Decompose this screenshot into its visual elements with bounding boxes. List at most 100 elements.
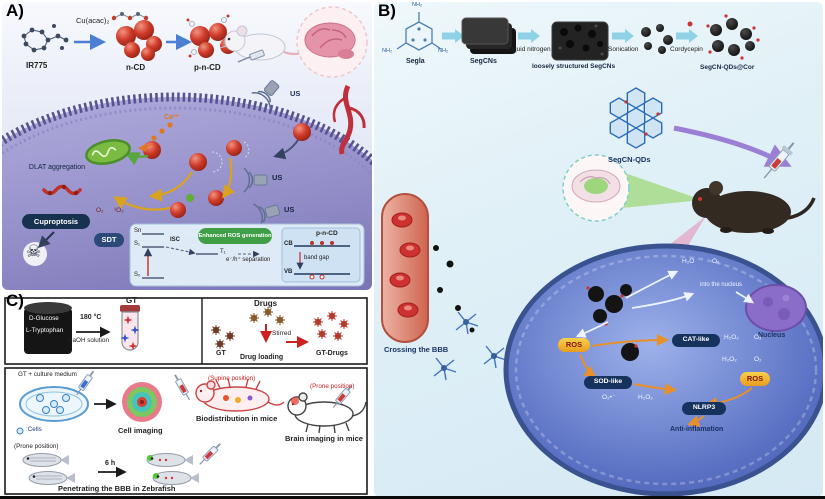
cells-legend-label: :Cells <box>26 426 42 433</box>
calcium-ions <box>138 122 173 152</box>
panel-a: A) Cu(acac)₂ IR775 n-CD p-n-CD US US US … <box>2 2 372 290</box>
diagram-pncd-label: p-n-CD <box>316 230 338 237</box>
prone-fish-label: (Prone position) <box>14 443 59 450</box>
petri-dish <box>19 386 89 422</box>
mouse-prone <box>287 392 367 434</box>
ir775-molecule <box>21 24 69 53</box>
syringe-c1 <box>76 370 95 396</box>
brain-scan <box>562 154 630 222</box>
naoh-label: NaOH solution <box>68 337 109 344</box>
calcium-label: Ca²⁺ <box>164 114 179 121</box>
nlrp3-badge: NLRP3 <box>682 402 726 415</box>
h2o2-sod-label: H₂O₂ <box>638 394 653 401</box>
cordycepin-dot <box>687 21 693 27</box>
separation-label: e⁻/h⁺ separation <box>226 257 271 263</box>
melamine-molecule <box>396 12 442 51</box>
mouse-supine <box>195 378 285 412</box>
cycle-arrows <box>113 139 299 211</box>
cuproptosis-badge: Cuproptosis <box>22 214 90 229</box>
bbb-label: Crossing the BBB <box>384 345 449 354</box>
mouse-b <box>692 181 816 234</box>
panel-b: B) NH₂ NH₂ NH₂ Segla SegCNs Liquid nitro… <box>374 2 823 496</box>
o2-label: O₂ <box>96 207 104 214</box>
blood-vessel <box>332 84 366 155</box>
product-label: SegCN-QDs@Cor <box>700 64 755 71</box>
brain-imaging-label: Brain imaging in mice <box>285 434 363 443</box>
ultrasound-probe-1 <box>251 80 280 109</box>
nh2-label-2: NH₂ <box>382 48 393 54</box>
panel-a-graphics <box>2 6 372 290</box>
t1-level-label: T₁ <box>220 249 226 255</box>
us-label-2: US <box>272 173 283 182</box>
h2o-label: H₂O <box>682 258 695 265</box>
tryptophan-label: L-Tryptophan <box>26 327 64 334</box>
mitochondria <box>85 139 131 165</box>
drugs-label: Drugs <box>254 299 278 308</box>
singlet-o2-label: ¹O₂ <box>114 207 124 214</box>
panel-c-graphics <box>4 297 368 495</box>
mouse <box>219 25 311 61</box>
zebrafish-4 <box>152 471 199 485</box>
bbb-vessel <box>381 193 429 343</box>
supine-label: (Supine position) <box>208 375 256 382</box>
isc-label: ISC <box>170 237 181 243</box>
panel-c: C) D-Glucose L-Tryptophan 180 °C NaOH so… <box>2 292 372 496</box>
neuron-cell <box>503 243 823 496</box>
zebrafish-1 <box>22 453 69 467</box>
dlat-label: DLAT aggregation <box>28 164 86 171</box>
temperature-label: 180 °C <box>80 314 102 321</box>
reaction-arrows-white <box>575 270 755 338</box>
ultrasound-probe-2 <box>243 167 268 193</box>
ncd-label: n-CD <box>126 63 146 72</box>
nh2-label-1: NH₂ <box>412 2 423 8</box>
glucose-label: D-Glucose <box>29 315 59 322</box>
zebrafish-caption: Penetrating the BBB in Zebrafish <box>58 484 176 493</box>
ros-generation-badge: Enhanced ROS generation <box>198 228 272 244</box>
gt-tube <box>120 305 140 351</box>
cordycepin-label: Cordycepin <box>670 46 703 53</box>
segcn-qds-dots <box>641 24 673 54</box>
dlat-aggregate <box>42 184 82 196</box>
segcn-qds-cor-cluster <box>706 14 760 60</box>
s1-level-label: S₁ <box>134 241 141 247</box>
reagent-label: Cu(acac)₂ <box>76 16 110 25</box>
brain <box>296 6 368 78</box>
gt-drugs-cluster <box>313 311 349 341</box>
syringe-c3 <box>332 384 353 409</box>
ros-left-badge: ROS <box>558 338 590 352</box>
skull-icon: ☠ <box>26 242 42 261</box>
cat-like-badge: CAT-like <box>672 334 720 347</box>
liquid-nitrogen-label: Liquid nitrogen <box>508 46 551 53</box>
us-label-3: US <box>284 205 295 214</box>
nucleus <box>745 284 807 332</box>
precursor-label: Segla <box>406 58 425 65</box>
us-label-1: US <box>290 89 301 98</box>
s0-level-label: S₀ <box>134 272 141 278</box>
six-h-label: 6 h <box>105 460 116 467</box>
gt-top-label: GT <box>126 296 138 305</box>
sn-level-label: Sn <box>134 228 142 234</box>
h2o2-right-label: H₂O₂ <box>722 356 737 363</box>
cb-label: CB <box>284 241 293 247</box>
acac-molecule <box>111 12 149 21</box>
drugs-cluster <box>249 307 285 325</box>
o2-right-label: O₂ <box>754 356 762 363</box>
anti-inflammation-label: Anti-inflamation <box>670 426 724 433</box>
panel-b-graphics <box>381 12 823 496</box>
biodistribution-label: Biodistribution in mice <box>196 414 278 423</box>
culture-label: GT + culture medium <box>18 371 77 378</box>
prone-mouse-label: (Prone position) <box>310 383 355 390</box>
loose-segcns-block <box>551 21 609 61</box>
o2-cat-label: O₂ <box>754 334 762 341</box>
qds-in-cell <box>586 284 639 361</box>
pncd-label: p-n-CD <box>194 63 221 72</box>
gt-mid-label: GT <box>216 350 226 357</box>
zebrafish-2 <box>28 471 75 485</box>
arrow-to-death <box>37 231 55 249</box>
segcns-sheets <box>461 17 516 54</box>
segcns-label: SegCNs <box>470 58 497 65</box>
imaging-beam-green <box>622 172 702 208</box>
astrocytes <box>433 311 507 381</box>
syringe-icon <box>237 49 265 63</box>
